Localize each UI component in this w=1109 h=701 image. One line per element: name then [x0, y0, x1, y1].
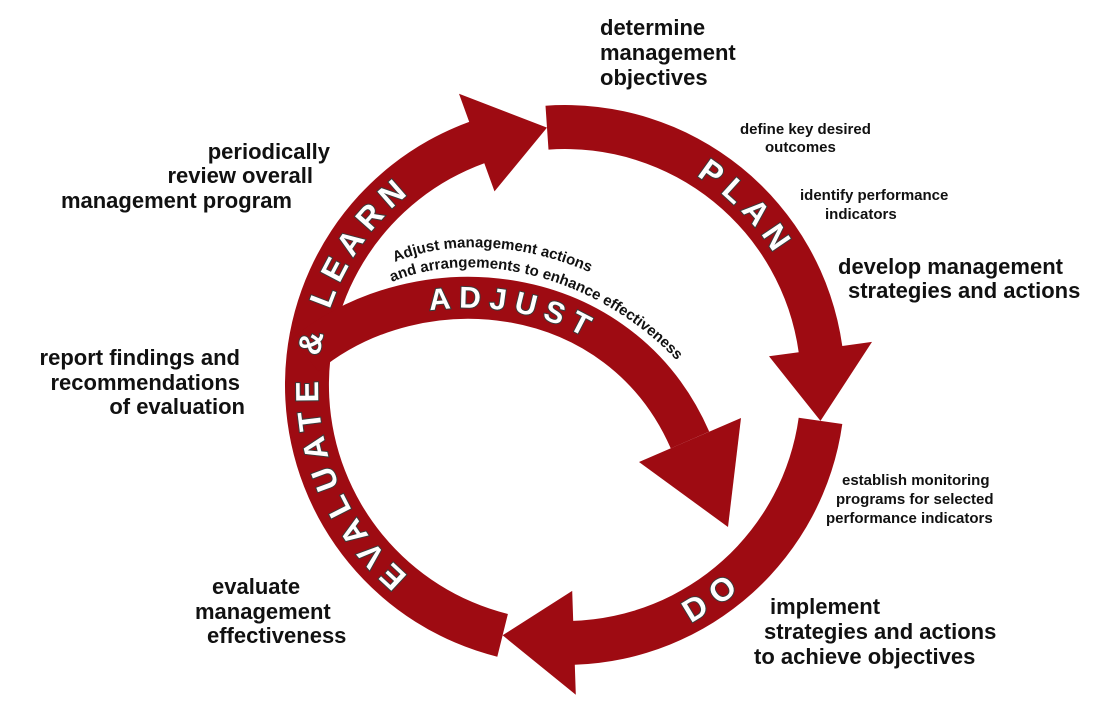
report-findings-label: report findings and recommendations of e… [40, 345, 245, 419]
adjust-arrow [305, 298, 741, 527]
svg-text:establish monitoring: establish monitoring [842, 472, 990, 489]
identify-indicators-label: identify performance indicators [800, 187, 948, 223]
svg-text:report findings and: report findings and [40, 345, 240, 370]
svg-text:determine: determine [600, 15, 705, 40]
svg-text:management: management [195, 599, 331, 624]
svg-text:implement: implement [770, 594, 881, 619]
svg-text:management program: management program [61, 188, 292, 213]
plan-arrow [545, 105, 872, 421]
establish-monitoring-label: establish monitoring programs for select… [826, 472, 994, 527]
svg-text:to achieve objectives: to achieve objectives [754, 644, 975, 669]
do-arrow [502, 417, 843, 695]
develop-strategies-label: develop management strategies and action… [838, 254, 1080, 303]
svg-text:management: management [600, 40, 736, 65]
svg-text:strategies and actions: strategies and actions [764, 619, 996, 644]
evaluate-learn-arrow [284, 93, 547, 657]
svg-text:performance indicators: performance indicators [826, 510, 993, 527]
implement-strategies-label: implement strategies and actions to achi… [754, 594, 996, 669]
svg-text:of evaluation: of evaluation [109, 394, 245, 419]
svg-text:recommendations: recommendations [51, 370, 241, 395]
plan-label: PLAN [692, 152, 802, 264]
svg-text:periodically: periodically [208, 139, 331, 164]
periodic-review-label: periodically review overall management p… [61, 139, 331, 213]
svg-text:objectives: objectives [600, 65, 708, 90]
determine-objectives-label: determine management objectives [600, 15, 736, 90]
svg-text:strategies and actions: strategies and actions [848, 278, 1080, 303]
svg-text:develop management: develop management [838, 254, 1064, 279]
define-outcomes-label: define key desired outcomes [740, 121, 871, 156]
svg-text:effectiveness: effectiveness [207, 623, 346, 648]
svg-text:evaluate: evaluate [212, 574, 300, 599]
svg-text:outcomes: outcomes [765, 139, 836, 156]
svg-text:indicators: indicators [825, 206, 897, 223]
evaluate-learn-label: EVALUATE & LEARN [289, 167, 419, 598]
svg-text:review overall: review overall [167, 163, 313, 188]
evaluate-effectiveness-label: evaluate management effectiveness [195, 574, 346, 648]
svg-text:programs for selected: programs for selected [836, 491, 994, 508]
svg-text:identify performance: identify performance [800, 187, 948, 204]
svg-text:define key desired: define key desired [740, 121, 871, 138]
